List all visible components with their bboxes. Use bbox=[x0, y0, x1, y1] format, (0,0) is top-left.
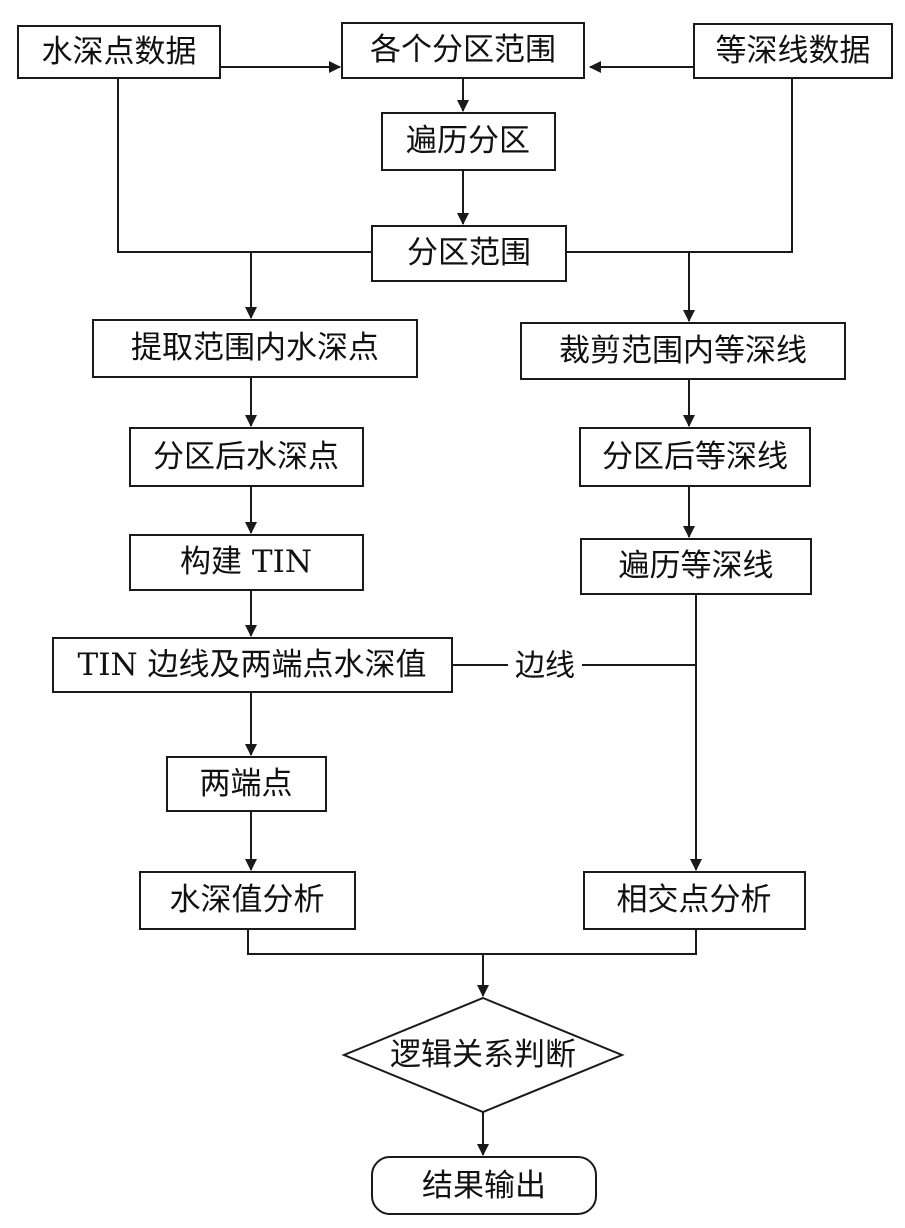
node-zoned-points: 分区后水深点 bbox=[129, 427, 364, 487]
node-extract-points-label: 提取范围内水深点 bbox=[131, 330, 379, 366]
node-endpoints: 两端点 bbox=[166, 756, 327, 812]
node-zoned-contours-label: 分区后等深线 bbox=[602, 439, 788, 475]
edge-label-edge: 边线 bbox=[515, 649, 575, 684]
node-build-tin-label: 构建 TIN bbox=[180, 544, 312, 580]
node-zone-range: 分区范围 bbox=[371, 225, 567, 282]
node-depth-points-label: 水深点数据 bbox=[42, 34, 197, 70]
node-depth-analysis: 水深值分析 bbox=[139, 871, 356, 930]
node-intersect-analysis-label: 相交点分析 bbox=[617, 882, 772, 918]
node-zoned-points-label: 分区后水深点 bbox=[153, 439, 339, 475]
line-analysis-merge bbox=[247, 929, 697, 955]
node-tin-edges-label: TIN 边线及两端点水深值 bbox=[78, 647, 427, 683]
node-build-tin: 构建 TIN bbox=[129, 534, 364, 591]
node-endpoints-label: 两端点 bbox=[200, 766, 293, 802]
connectors bbox=[117, 61, 793, 1156]
node-zoned-contours: 分区后等深线 bbox=[579, 427, 811, 487]
node-clip-contours: 裁剪范围内等深线 bbox=[520, 322, 846, 380]
line-contours-down bbox=[566, 78, 793, 253]
node-depth-points: 水深点数据 bbox=[17, 25, 221, 79]
node-traverse-contours: 遍历等深线 bbox=[580, 538, 812, 595]
node-contour-data: 等深线数据 bbox=[693, 23, 893, 79]
node-zone-range-label: 分区范围 bbox=[407, 235, 531, 271]
node-contour-data-label: 等深线数据 bbox=[716, 33, 871, 69]
line-depth-down bbox=[117, 78, 372, 253]
node-traverse-contours-label: 遍历等深线 bbox=[619, 548, 774, 584]
node-traverse-zones: 遍历分区 bbox=[381, 112, 556, 171]
node-tin-edges: TIN 边线及两端点水深值 bbox=[52, 637, 453, 693]
node-result-output-label: 结果输出 bbox=[422, 1168, 546, 1204]
node-zones-label: 各个分区范围 bbox=[370, 32, 556, 68]
node-traverse-zones-label: 遍历分区 bbox=[406, 123, 530, 159]
node-depth-analysis-label: 水深值分析 bbox=[170, 882, 325, 918]
node-logic-judgement-label: 逻辑关系判断 bbox=[390, 1037, 576, 1073]
node-extract-points: 提取范围内水深点 bbox=[92, 319, 418, 378]
node-logic-judgement: 逻辑关系判断 bbox=[341, 996, 625, 1114]
node-intersect-analysis: 相交点分析 bbox=[583, 871, 806, 930]
node-zones: 各个分区范围 bbox=[341, 22, 585, 79]
node-clip-contours-label: 裁剪范围内等深线 bbox=[559, 333, 807, 369]
node-result-output: 结果输出 bbox=[371, 1156, 597, 1215]
